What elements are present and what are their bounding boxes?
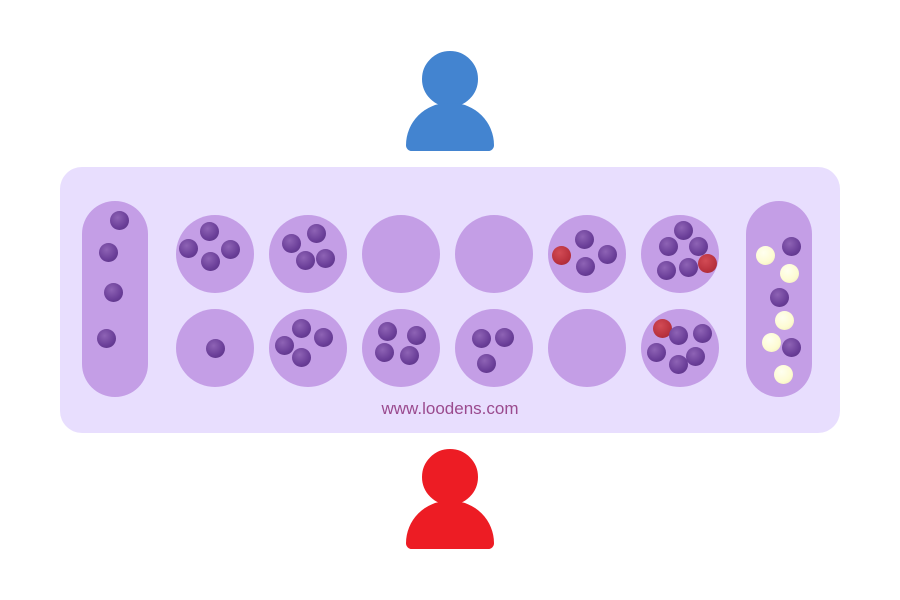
purple-seed [598, 245, 617, 264]
cream-seed [756, 246, 775, 265]
pit-bottom-5[interactable] [548, 309, 626, 387]
mancala-board: www.loodens.com [60, 167, 840, 433]
purple-seed [770, 288, 789, 307]
purple-seed [292, 319, 311, 338]
purple-seed [576, 257, 595, 276]
cream-seed [780, 264, 799, 283]
purple-seed [495, 328, 514, 347]
red-seed [698, 254, 717, 273]
pit-bottom-3[interactable] [362, 309, 440, 387]
purple-seed [378, 322, 397, 341]
purple-seed [575, 230, 594, 249]
pit-top-4[interactable] [455, 215, 533, 293]
cream-seed [774, 365, 793, 384]
purple-seed [316, 249, 335, 268]
purple-seed [205, 338, 225, 358]
player-head [418, 445, 482, 509]
purple-seed [686, 347, 705, 366]
player-head [418, 47, 482, 111]
pit-top-5[interactable] [548, 215, 626, 293]
pit-bottom-6[interactable] [641, 309, 719, 387]
pit-top-3[interactable] [362, 215, 440, 293]
purple-seed [407, 326, 426, 345]
purple-seed [689, 237, 708, 256]
purple-seed [669, 326, 688, 345]
purple-seed [669, 355, 688, 374]
purple-seed [282, 234, 301, 253]
red-seed [653, 319, 672, 338]
player-body [406, 103, 494, 151]
purple-seed [201, 252, 220, 271]
cream-seed [775, 311, 794, 330]
purple-seed [375, 343, 394, 362]
purple-seed [647, 343, 666, 362]
pit-top-6[interactable] [641, 215, 719, 293]
purple-seed [200, 222, 219, 241]
pit-top-2[interactable] [269, 215, 347, 293]
purple-seed [782, 338, 801, 357]
purple-seed [679, 258, 698, 277]
purple-seed [400, 346, 419, 365]
purple-seed [659, 237, 678, 256]
purple-seed [275, 336, 294, 355]
purple-seed [472, 329, 491, 348]
store-left[interactable] [82, 201, 148, 397]
purple-seed [296, 251, 315, 270]
purple-seed [693, 324, 712, 343]
purple-seed [97, 329, 116, 348]
purple-seed [221, 240, 240, 259]
pit-bottom-2[interactable] [269, 309, 347, 387]
store-right[interactable] [746, 201, 812, 397]
pit-bottom-4[interactable] [455, 309, 533, 387]
top-player-avatar [402, 47, 498, 153]
purple-seed [674, 221, 693, 240]
purple-seed [99, 243, 118, 262]
purple-seed [292, 348, 311, 367]
purple-seed [110, 211, 129, 230]
purple-seed [307, 224, 326, 243]
purple-seed [477, 354, 496, 373]
player-body [406, 501, 494, 549]
cream-seed [762, 333, 781, 352]
purple-seed [179, 239, 198, 258]
purple-seed [782, 237, 801, 256]
pit-top-1[interactable] [176, 215, 254, 293]
pit-bottom-1[interactable] [176, 309, 254, 387]
red-seed [552, 246, 571, 265]
site-url-label: www.loodens.com [381, 399, 519, 418]
purple-seed [314, 328, 333, 347]
purple-seed [657, 261, 676, 280]
purple-seed [104, 283, 123, 302]
bottom-player-avatar [402, 445, 498, 551]
